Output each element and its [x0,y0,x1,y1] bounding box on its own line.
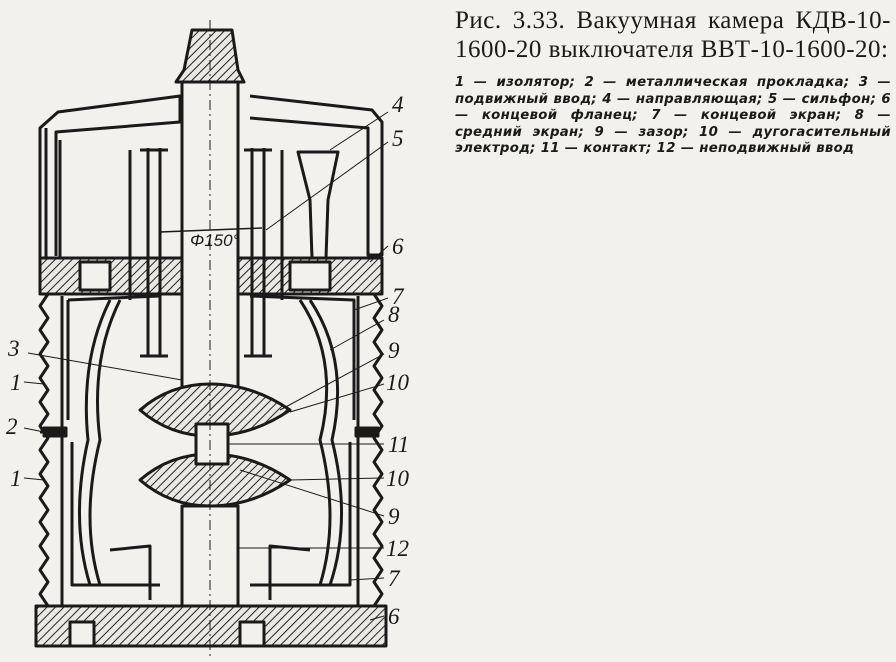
insulator-left [38,293,50,607]
label-10-top: 10 [386,370,410,395]
label-4: 4 [392,92,404,117]
middle-screen [88,299,332,586]
label-9-bottom: 9 [388,504,400,529]
label-5: 5 [392,126,404,151]
contact [194,422,230,466]
upper-electrode [138,382,292,438]
label-7-bottom: 7 [388,566,401,591]
guide-housing [38,94,182,262]
label-12: 12 [386,536,409,561]
label-11: 11 [388,432,409,457]
end-screen-bottom [70,442,352,587]
label-8: 8 [388,302,400,327]
caption-legend: 1 — изолятор; 2 — металлическая прокладк… [455,75,891,157]
insulator-right [372,293,384,607]
label-3: 3 [7,336,20,361]
label-9-top: 9 [388,338,400,363]
label-10-bottom: 10 [386,466,410,491]
label-6-bottom: 6 [388,604,400,629]
label-1-lower: 1 [10,466,22,491]
figure-caption: Рис. 3.33. Вакуумная камера КДВ-10-1600-… [455,6,891,158]
label-1-upper: 1 [10,370,22,395]
label-6-top: 6 [392,234,404,259]
label-2: 2 [6,414,18,439]
dimension-label: Φ150° [190,231,240,250]
end-screen-top [67,294,356,420]
pump-tube [296,150,340,260]
bellows [146,148,266,356]
label-7-top: 7 [392,284,405,309]
caption-title: Рис. 3.33. Вакуумная камера КДВ-10-1600-… [455,7,891,63]
